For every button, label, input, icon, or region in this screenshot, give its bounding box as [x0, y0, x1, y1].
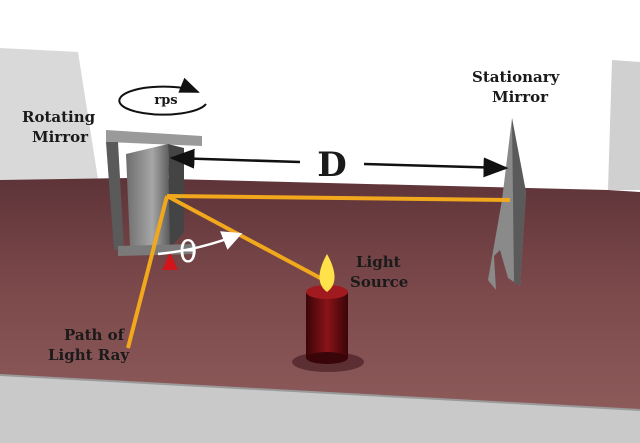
ray-reflected-path: [126, 195, 169, 349]
light-source-label-line2: Source: [350, 273, 408, 291]
ray-from-light-source: [166, 194, 325, 282]
rotating-mirror-top-bar: [106, 130, 202, 146]
light-source: [292, 254, 364, 372]
rotation-indicator: [118, 77, 207, 116]
path-label-line1: Path of: [64, 326, 126, 344]
stationary-mirror-edge: [512, 118, 526, 286]
rotating-mirror-left-post: [106, 142, 124, 250]
light-rays: [126, 194, 511, 349]
rotating-mirror-base: [118, 244, 196, 256]
rotating-mirror-label-line1: Rotating: [22, 108, 96, 126]
left-wall: [0, 48, 100, 192]
table-front-edge: [0, 375, 640, 443]
right-wall: [608, 60, 640, 190]
pivot-cone: [162, 252, 178, 270]
angle-label: θ: [179, 235, 197, 270]
ray-to-stationary-mirror: [166, 194, 511, 202]
distance-label: D: [317, 145, 346, 185]
path-label-line2: Light Ray: [48, 346, 130, 364]
distance-arrow-right: [363, 157, 509, 178]
flame-icon: [319, 254, 335, 292]
table-edge-line: [0, 374, 640, 411]
candle-bottom: [306, 352, 348, 364]
rotating-mirror-label-line2: Mirror: [32, 128, 89, 146]
stationary-mirror: [488, 118, 526, 290]
angle-arc: [157, 231, 243, 256]
distance-arrow-left: [169, 148, 301, 169]
rotating-mirror-panel: [126, 144, 170, 248]
stationary-mirror-label-line1: Stationary: [472, 68, 561, 86]
rotation-arrow-icon: [118, 77, 207, 116]
candle-body: [306, 292, 348, 358]
light-source-label-line1: Light: [356, 253, 401, 271]
rotation-speed-label: rps: [154, 93, 177, 108]
distance-indicator: [169, 148, 509, 178]
stationary-mirror-label-line2: Mirror: [492, 88, 549, 106]
